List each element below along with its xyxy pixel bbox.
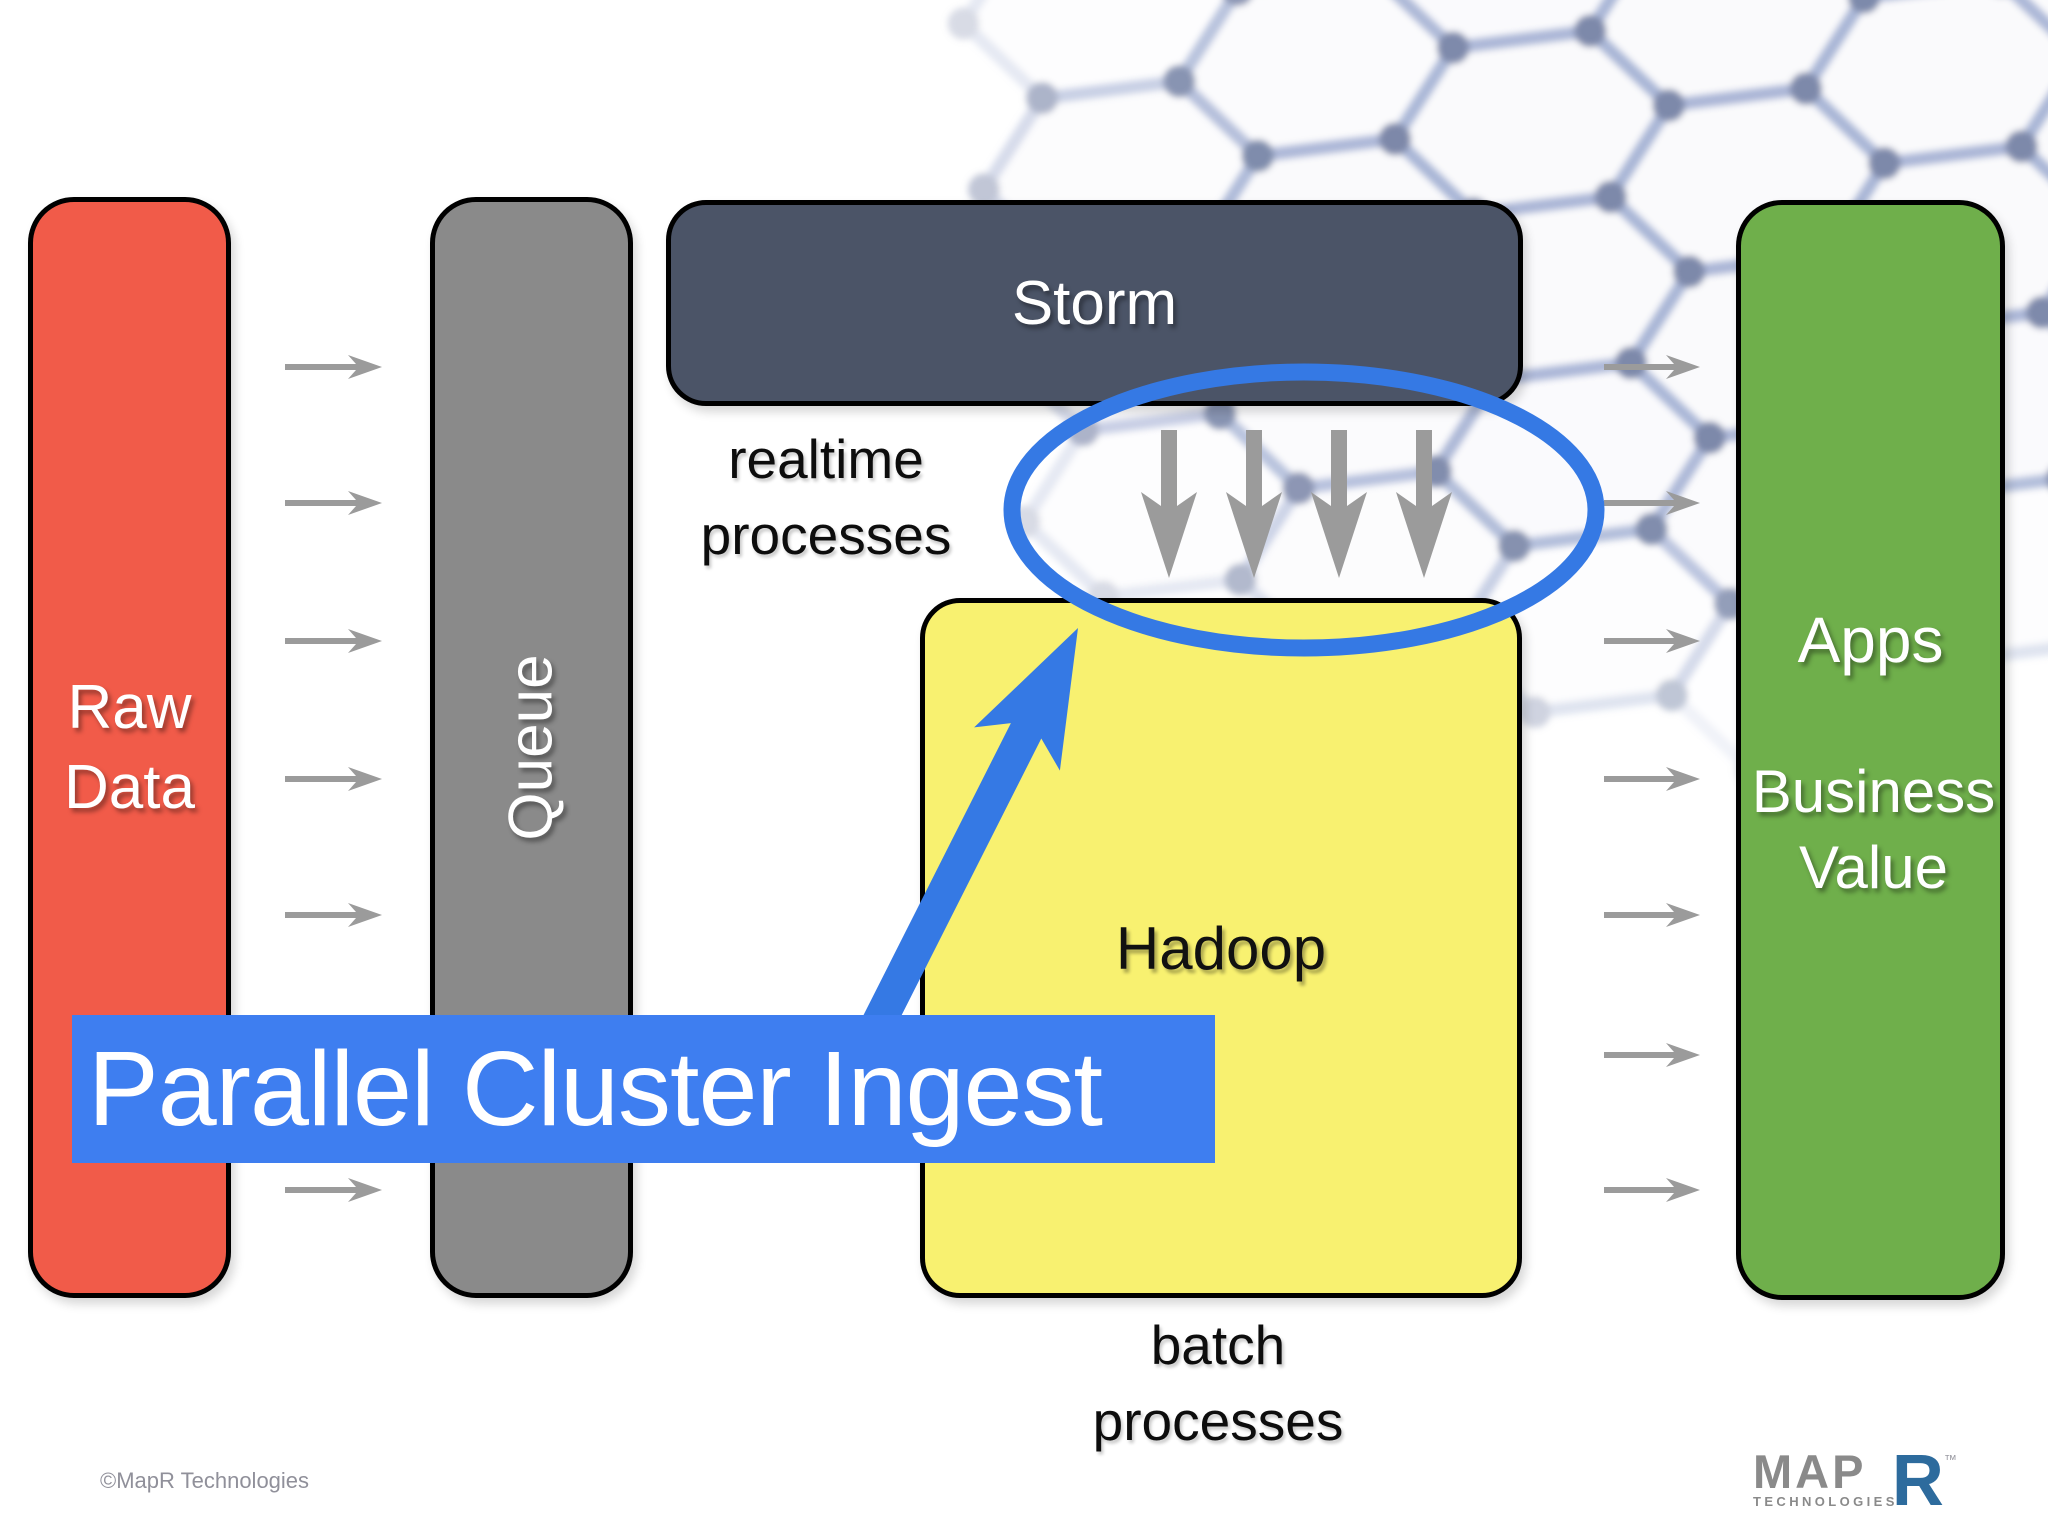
logo-map-text: MAP	[1753, 1445, 1867, 1498]
raw-data-label: Raw Data	[64, 672, 195, 822]
ingest-banner: Parallel Cluster Ingest	[72, 1015, 1215, 1163]
queue-label: Queue	[497, 654, 566, 841]
logo-trademark-text: ™	[1943, 1452, 1957, 1467]
apps-box: Apps Business Value	[1736, 200, 2005, 1300]
batch-processes-label: batch processes	[1092, 1314, 1344, 1452]
logo-technologies-text: TECHNOLOGIES	[1753, 1494, 1898, 1509]
ingest-banner-label: Parallel Cluster Ingest	[88, 1030, 1103, 1148]
copyright-text: ©MapR Technologies	[100, 1468, 310, 1493]
mapr-logo: MAP TECHNOLOGIES R ™	[1753, 1441, 1957, 1521]
storm-label: Storm	[1011, 268, 1178, 338]
apps-label: Apps	[1797, 604, 1944, 676]
hadoop-label: Hadoop	[1115, 914, 1327, 982]
mapr-logo-left: MAP TECHNOLOGIES	[1753, 1445, 1898, 1509]
realtime-processes-label: realtime processes	[700, 428, 952, 566]
logo-r-text: R	[1891, 1441, 1944, 1521]
molecule-cell-icon	[2025, 197, 2048, 395]
molecule-cell-icon	[2005, 31, 2048, 229]
hadoop-box: Hadoop	[920, 598, 1522, 1298]
business-value-label: Business Value	[1751, 758, 1996, 901]
storm-box: Storm	[666, 200, 1523, 406]
